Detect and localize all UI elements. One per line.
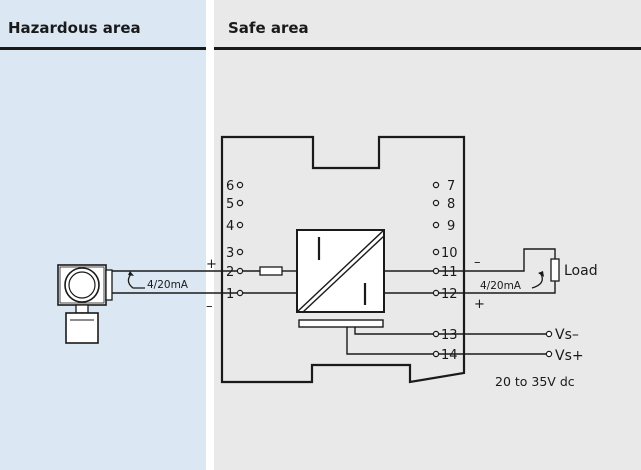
vs-minus-terminal bbox=[545, 330, 553, 338]
terminal-5-label: 5 bbox=[226, 197, 234, 212]
internal-wiring bbox=[243, 270, 433, 355]
supply-range-label: 20 to 35V dc bbox=[495, 374, 575, 389]
hazardous-area-title: Hazardous area bbox=[8, 19, 141, 37]
field-loop-wiring bbox=[112, 270, 237, 294]
isolator-base-bar bbox=[298, 319, 384, 328]
isolator-converter-icon bbox=[296, 229, 385, 313]
gap-divider bbox=[206, 0, 214, 470]
hazardous-area-panel bbox=[0, 0, 206, 470]
terminal-13-label: 13 bbox=[441, 328, 458, 343]
terminal-2-label: 2 bbox=[226, 265, 234, 280]
field-current-arrowhead bbox=[128, 271, 134, 276]
terminal-10-label: 10 bbox=[441, 246, 458, 261]
right-terminal-circles bbox=[432, 181, 440, 358]
output-current-label: 4/20mA bbox=[480, 280, 522, 292]
hazardous-header-rule bbox=[0, 47, 206, 50]
output-plus-sign: + bbox=[474, 297, 485, 312]
output-current-arrow-icon bbox=[531, 273, 543, 289]
safe-header-rule bbox=[214, 47, 641, 50]
terminal-12-label: 12 bbox=[441, 287, 458, 302]
terminal-7-label: 7 bbox=[447, 179, 455, 194]
terminal-3-label: 3 bbox=[226, 246, 234, 261]
supply-wiring bbox=[439, 333, 546, 355]
vs-minus-label: Vs– bbox=[555, 327, 579, 343]
field-plus-sign: + bbox=[206, 257, 217, 272]
isolator-module-outline bbox=[220, 135, 466, 384]
terminal-6-label: 6 bbox=[226, 179, 234, 194]
vs-plus-terminal bbox=[545, 350, 553, 358]
transmitter-icon bbox=[57, 264, 113, 344]
resistor-icon bbox=[259, 266, 283, 276]
field-current-label: 4/20mA bbox=[147, 279, 189, 291]
terminal-8-label: 8 bbox=[447, 197, 455, 212]
vs-plus-label: Vs+ bbox=[555, 348, 584, 364]
load-label: Load bbox=[564, 263, 598, 279]
terminal-14-label: 14 bbox=[441, 348, 458, 363]
left-terminal-circles bbox=[236, 181, 244, 297]
output-current-arrowhead bbox=[538, 271, 544, 277]
terminal-11-label: 11 bbox=[441, 265, 458, 280]
safe-area-panel bbox=[214, 0, 641, 470]
field-current-arrow-icon bbox=[127, 273, 145, 289]
field-minus-sign: – bbox=[206, 299, 213, 314]
terminal-4-label: 4 bbox=[226, 219, 234, 234]
terminal-9-label: 9 bbox=[447, 219, 455, 234]
output-minus-sign: – bbox=[474, 255, 481, 270]
load-resistor-icon bbox=[550, 258, 560, 282]
output-loop-wiring bbox=[439, 248, 556, 294]
terminal-1-label: 1 bbox=[226, 287, 234, 302]
safe-area-title: Safe area bbox=[228, 19, 309, 37]
